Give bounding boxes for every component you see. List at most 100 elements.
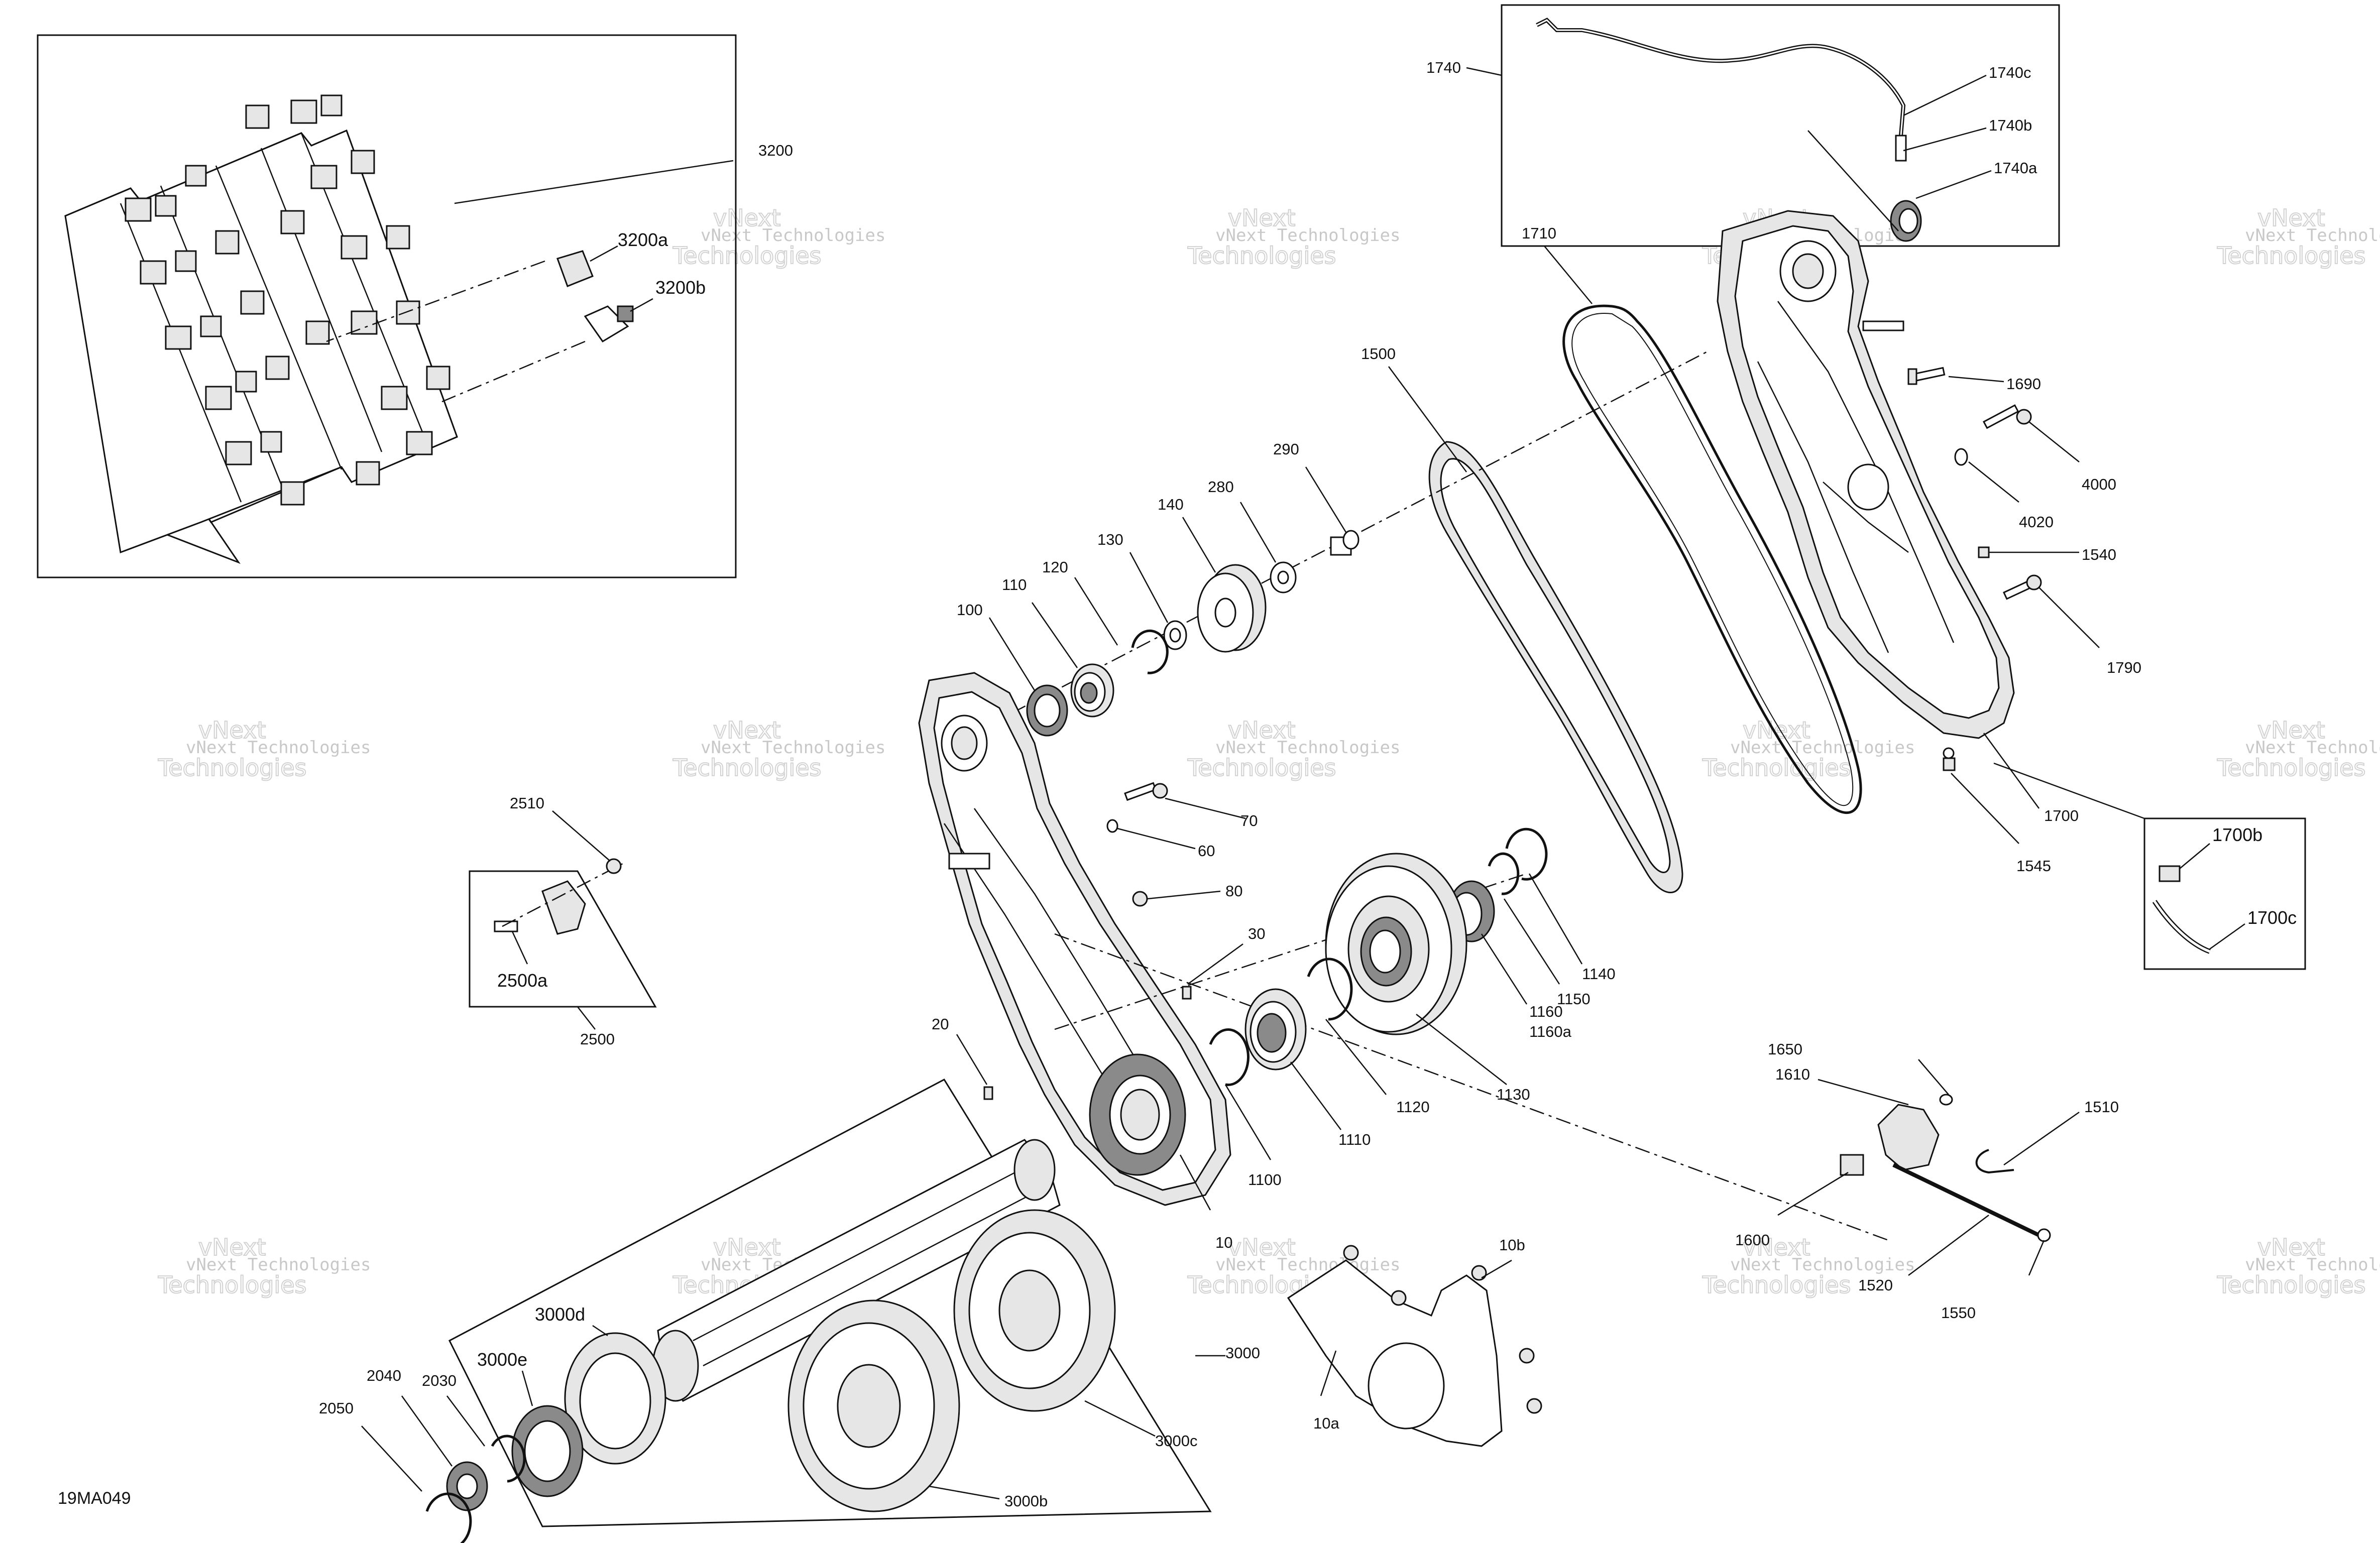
callout-20: 20 — [932, 1015, 949, 1033]
bearing-110 — [1031, 602, 1114, 718]
bolt-1690 — [1907, 367, 2004, 385]
callout-10b: 10b — [1499, 1236, 1525, 1254]
svg-text:vNext Technologies: vNext Technologies — [1730, 1255, 1915, 1275]
detail-box-1700: 1700b 1700c — [1993, 762, 2306, 970]
svg-text:vNext: vNext — [713, 1234, 780, 1261]
callout-10: 10 — [1215, 1234, 1232, 1251]
callout-1740: 1740 — [1426, 59, 1461, 76]
svg-text:vNext Technologies: vNext Technologies — [1215, 225, 1400, 246]
svg-text:vNext Technologies: vNext Technologies — [701, 738, 885, 758]
callout-1160: 1160 — [1529, 1003, 1563, 1020]
svg-text:Technologies: Technologies — [2217, 1271, 2366, 1298]
screw-30 — [1182, 943, 1243, 1000]
vent-1545 — [1943, 757, 2019, 844]
svg-text:Technologies: Technologies — [1187, 242, 1336, 269]
svg-text:vNext: vNext — [713, 717, 780, 744]
drive-shaft-detail-3000: 3000 3000c 3000b 3000d 3000e — [448, 1079, 1260, 1527]
svg-text:vNext: vNext — [2257, 1234, 2325, 1261]
callout-10a: 10a — [1313, 1414, 1339, 1432]
watermark: vNext vNext Technologies Technologies — [1187, 1233, 1400, 1299]
watermark: vNext vNext Technologies Technologies — [2216, 716, 2380, 782]
svg-text:vNext: vNext — [198, 1234, 266, 1261]
drive-chain-1500 — [1428, 441, 1683, 893]
callout-2500a: 2500a — [497, 970, 548, 991]
seal-100 — [988, 617, 1068, 737]
nut-80 — [1132, 890, 1221, 907]
tensioner-assembly — [1777, 1059, 2080, 1276]
bolt-290 — [1305, 466, 1359, 556]
svg-text:Technologies: Technologies — [2217, 242, 2366, 269]
diagram-code: 19MA049 — [58, 1489, 131, 1508]
callout-3000b: 3000b — [1004, 1492, 1048, 1510]
callout-1700c: 1700c — [2247, 907, 2297, 928]
bolt-1790 — [2003, 574, 2100, 648]
watermark: vNext vNext Technologies Technologies — [2216, 204, 2380, 270]
washer-280 — [1239, 502, 1297, 594]
svg-text:Technologies: Technologies — [1702, 754, 1851, 781]
circlip-1100 — [1209, 1028, 1272, 1160]
cable-1740 — [1536, 18, 1906, 136]
tensioner-bolt-1600 — [1840, 1154, 1864, 1176]
circlip-1120 — [1307, 958, 1387, 1095]
track-clip-3200b — [584, 298, 653, 343]
sprocket-140 — [1182, 517, 1267, 653]
callout-1130: 1130 — [1497, 1086, 1530, 1103]
callout-1740a: 1740a — [1994, 159, 2037, 177]
svg-text:vNext: vNext — [1228, 204, 1295, 231]
callout-1740c: 1740c — [1989, 64, 2031, 81]
callout-290: 290 — [1273, 440, 1299, 458]
callout-120: 120 — [1042, 558, 1068, 576]
callout-3200b: 3200b — [655, 277, 706, 298]
track-clip-3200a — [556, 245, 618, 287]
callout-3000c: 3000c — [1155, 1432, 1197, 1450]
watermark: vNext vNext Technologies Technologies — [1702, 716, 1915, 782]
svg-text:vNext: vNext — [1228, 717, 1295, 744]
sprocket-3000c — [953, 1209, 1156, 1437]
callout-1690: 1690 — [2006, 375, 2041, 393]
callout-1610: 1610 — [1775, 1065, 1810, 1083]
callout-1790: 1790 — [2107, 659, 2141, 676]
fitting-1700b — [2159, 865, 2181, 882]
cable-fitting-1740b — [1895, 135, 1907, 162]
callout-1120: 1120 — [1396, 1098, 1430, 1116]
svg-text:vNext: vNext — [1228, 1234, 1295, 1261]
svg-text:vNext Technologies: vNext Technologies — [701, 225, 885, 246]
callout-1650: 1650 — [1768, 1040, 1802, 1058]
callout-2510: 2510 — [510, 794, 544, 812]
pin-1510 — [1975, 1149, 2014, 1174]
pin-20 — [956, 1034, 993, 1100]
detail-box-2500: 2510 2500a 2500 — [469, 794, 657, 1048]
svg-text:vNext Technologies: vNext Technologies — [186, 738, 371, 758]
callout-4020: 4020 — [2019, 513, 2054, 531]
callout-1540: 1540 — [2082, 546, 2116, 563]
track-clips — [125, 94, 450, 506]
svg-text:vNext Technologies: vNext Technologies — [2245, 225, 2380, 246]
callout-2030: 2030 — [422, 1372, 457, 1389]
svg-text:vNext Technologies: vNext Technologies — [1215, 1255, 1400, 1275]
svg-text:vNext Technologies: vNext Technologies — [1215, 738, 1400, 758]
watermark: vNext vNext Technologies Technologies — [157, 716, 371, 782]
callout-3000d: 3000d — [535, 1304, 585, 1325]
callout-labels: 1710 1500 1690 4000 4020 1540 1790 1700 … — [319, 224, 2141, 1417]
watermark: vNext vNext Technologies Technologies — [2216, 1233, 2380, 1299]
svg-text:vNext: vNext — [1743, 717, 1810, 744]
callout-1150: 1150 — [1557, 990, 1591, 1008]
svg-text:vNext: vNext — [713, 204, 780, 231]
bearing-1110 — [1244, 988, 1342, 1130]
callout-1545: 1545 — [2016, 857, 2051, 875]
callout-1700b: 1700b — [2212, 824, 2262, 845]
svg-text:Technologies: Technologies — [672, 242, 822, 269]
svg-text:Technologies: Technologies — [672, 754, 822, 781]
spacer-130 — [1129, 552, 1187, 650]
callout-110: 110 — [1002, 576, 1027, 594]
watermark: vNext vNext Technologies Technologies — [1187, 204, 1400, 270]
callout-2050: 2050 — [319, 1399, 354, 1417]
svg-text:Technologies: Technologies — [2217, 754, 2366, 781]
circlip-2050 — [361, 1426, 472, 1543]
watermark: vNext vNext Technologies Technologies — [157, 1233, 371, 1299]
washer-60 — [1106, 819, 1196, 850]
watermark: vNext vNext Technologies Technologies — [672, 204, 885, 270]
callout-4000: 4000 — [2082, 476, 2116, 493]
callout-60: 60 — [1198, 842, 1215, 860]
cable-detail-box: 1740 1740c 1740b 1740a — [1426, 4, 2060, 247]
